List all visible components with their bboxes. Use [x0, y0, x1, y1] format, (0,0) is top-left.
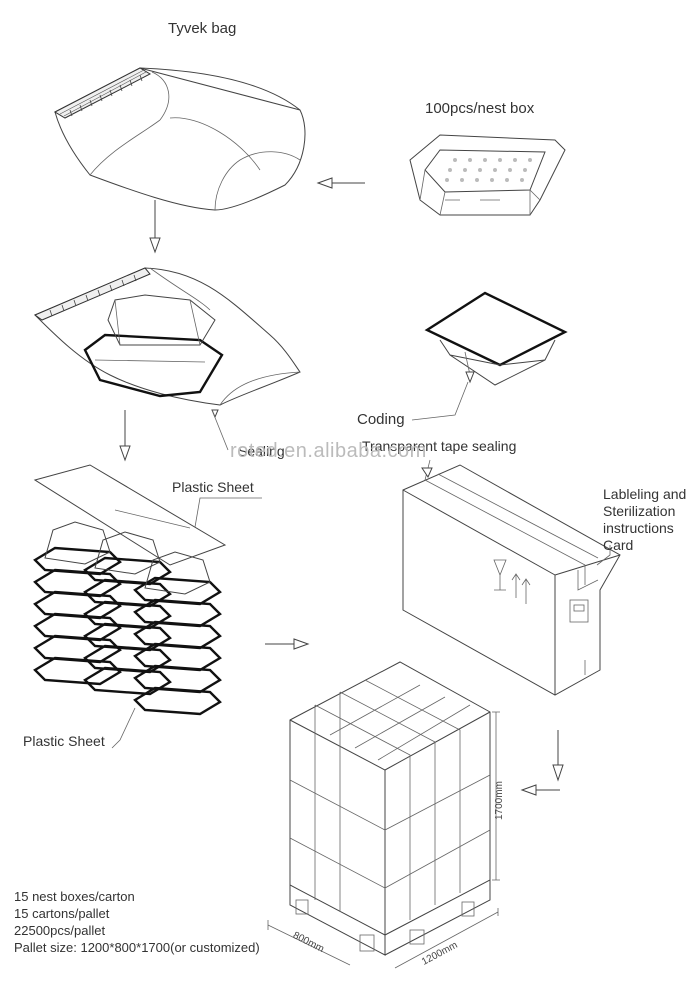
tray-layer — [33, 568, 122, 598]
label-plastic-sheet-top: Plastic Sheet — [172, 479, 254, 495]
arrow-stack-to-carton — [265, 638, 310, 650]
tray-layer — [83, 644, 172, 674]
label-labeling-card: Lableling and Sterilization instructions… — [603, 486, 686, 554]
carton-illustration — [402, 459, 621, 696]
tray-layer — [33, 656, 122, 686]
tray-top — [94, 531, 161, 575]
note-line: 15 nest boxes/carton — [14, 889, 135, 904]
coding-tray-illustration — [411, 291, 568, 421]
label-labeling-line: Card — [603, 537, 634, 553]
tray-layer — [83, 600, 172, 630]
tray-layer — [33, 546, 122, 576]
sealed-bag-illustration — [33, 267, 301, 419]
arrow-to-pallet — [520, 784, 560, 796]
label-plastic-sheet-bottom: Plastic Sheet — [23, 733, 105, 749]
tyvek-seal-stripe — [53, 67, 152, 119]
tray-layer — [83, 556, 172, 586]
tray-layer — [133, 642, 222, 672]
watermark: roted.en.alibaba.com — [230, 440, 427, 462]
nest-box-illustration — [409, 134, 566, 216]
arrow-to-stack — [119, 410, 131, 462]
note-line: 15 cartons/pallet — [14, 906, 110, 921]
plastic-sheet-top — [33, 464, 262, 566]
tray-layer — [33, 634, 122, 664]
label-coding: Coding — [357, 411, 405, 428]
arrow-carton-down — [552, 730, 564, 782]
tray-layer — [133, 686, 222, 716]
dimension-height: 1700mm — [494, 781, 505, 820]
sealed-bag-stripe — [33, 267, 151, 321]
label-nest-box: 100pcs/nest box — [425, 100, 535, 117]
label-sealing: Sealing — [238, 443, 285, 459]
arrow-bag-down — [149, 200, 161, 254]
tray-layer — [133, 576, 222, 606]
tray-layer — [33, 612, 122, 642]
tray-layer — [33, 590, 122, 620]
pallet-notes: 15 nest boxes/carton 15 cartons/pallet 2… — [14, 888, 260, 956]
label-tyvek-bag: Tyvek bag — [168, 20, 237, 37]
note-line: 22500pcs/pallet — [14, 923, 106, 938]
tray-layer — [83, 622, 172, 652]
tray-layer — [133, 620, 222, 650]
tray-layer — [133, 664, 222, 694]
pallet-illustration — [267, 661, 500, 969]
tray-top — [44, 521, 111, 565]
tray-layer — [83, 578, 172, 608]
tyvek-bag-illustration — [53, 67, 306, 211]
tray-top — [144, 551, 211, 595]
label-labeling-line: Sterilization — [603, 503, 676, 519]
label-labeling-line: Lableling and — [603, 486, 687, 502]
tray-layer — [133, 598, 222, 628]
tray-stack — [33, 521, 222, 716]
tray-layer — [83, 666, 172, 696]
label-labeling-line: instructions — [603, 520, 674, 536]
arrow-box-to-bag — [316, 177, 365, 189]
note-line: Pallet size: 1200*800*1700(or customized… — [14, 940, 260, 955]
label-tape-sealing: Transparent tape sealing — [362, 438, 517, 454]
